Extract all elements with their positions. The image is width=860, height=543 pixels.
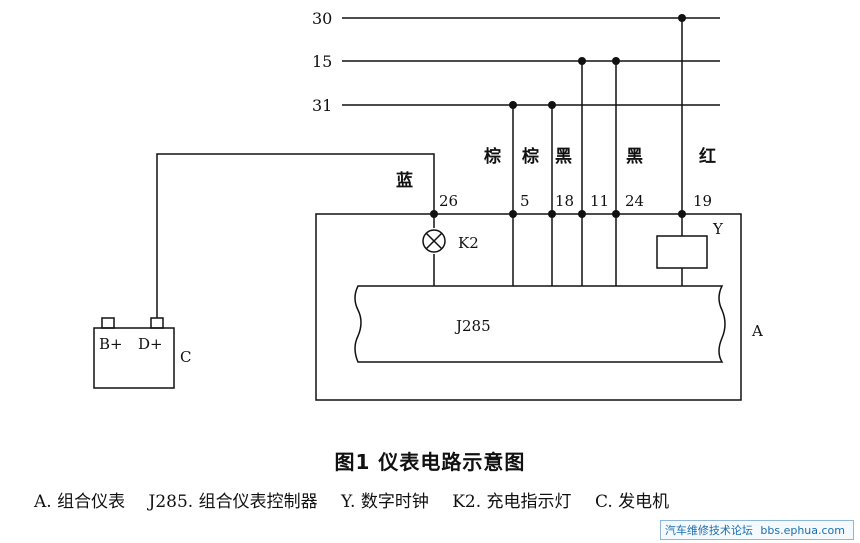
j285-label: J285 bbox=[454, 317, 491, 335]
b-plus-terminal bbox=[101, 317, 115, 329]
watermark-url: bbs.ephua.com bbox=[760, 524, 845, 537]
pin-24: 24 bbox=[625, 192, 644, 210]
legend-item: K2. 充电指示灯 bbox=[452, 492, 572, 512]
figure-title: 图1 仪表电路示意图 bbox=[334, 450, 526, 474]
pin-18: 18 bbox=[555, 192, 574, 210]
wire-color-red: 红 bbox=[699, 146, 716, 167]
pin-19: 19 bbox=[693, 192, 712, 210]
clock-y-box bbox=[656, 235, 708, 269]
d-plus-label: D+ bbox=[138, 335, 163, 353]
generator-box bbox=[93, 327, 175, 389]
watermark-text: 汽车维修技术论坛 bbox=[664, 524, 753, 537]
k2-lamp-icon bbox=[422, 229, 446, 253]
legend-item: C. 发电机 bbox=[594, 492, 670, 512]
bus-label-30: 30 bbox=[312, 9, 332, 28]
wire-blue-26 bbox=[156, 153, 435, 318]
generator-c-label: C bbox=[180, 348, 191, 366]
legend-item: Y. 数字时钟 bbox=[340, 492, 429, 512]
legend-item: A. 组合仪表 bbox=[34, 492, 126, 512]
clock-y-label: Y bbox=[712, 220, 724, 238]
legend-item: J285. 组合仪表控制器 bbox=[148, 492, 318, 512]
d-plus-terminal bbox=[150, 317, 164, 329]
pin-26: 26 bbox=[439, 192, 458, 210]
wire-color-black-2: 黑 bbox=[626, 147, 643, 167]
wire-color-brown-1: 棕 bbox=[484, 146, 501, 167]
j285-controller-band bbox=[354, 285, 726, 363]
bus-label-31: 31 bbox=[312, 96, 332, 115]
instrument-cluster-box bbox=[315, 213, 742, 401]
wire-color-brown-2: 棕 bbox=[522, 146, 539, 167]
junction-dots bbox=[430, 14, 686, 218]
wire-color-blue: 蓝 bbox=[396, 171, 413, 191]
b-plus-label: B+ bbox=[99, 335, 123, 353]
cluster-a-label: A bbox=[751, 322, 763, 340]
watermark: 汽车维修技术论坛 bbs.ephua.com bbox=[659, 520, 854, 540]
wire-color-black-1: 黑 bbox=[555, 147, 572, 167]
k2-label: K2 bbox=[458, 234, 479, 252]
pin-11: 11 bbox=[590, 192, 609, 210]
figure-legend: A. 组合仪表 J285. 组合仪表控制器 Y. 数字时钟 K2. 充电指示灯 … bbox=[34, 487, 687, 512]
bus-label-15: 15 bbox=[312, 52, 332, 71]
pin-5: 5 bbox=[520, 192, 530, 210]
